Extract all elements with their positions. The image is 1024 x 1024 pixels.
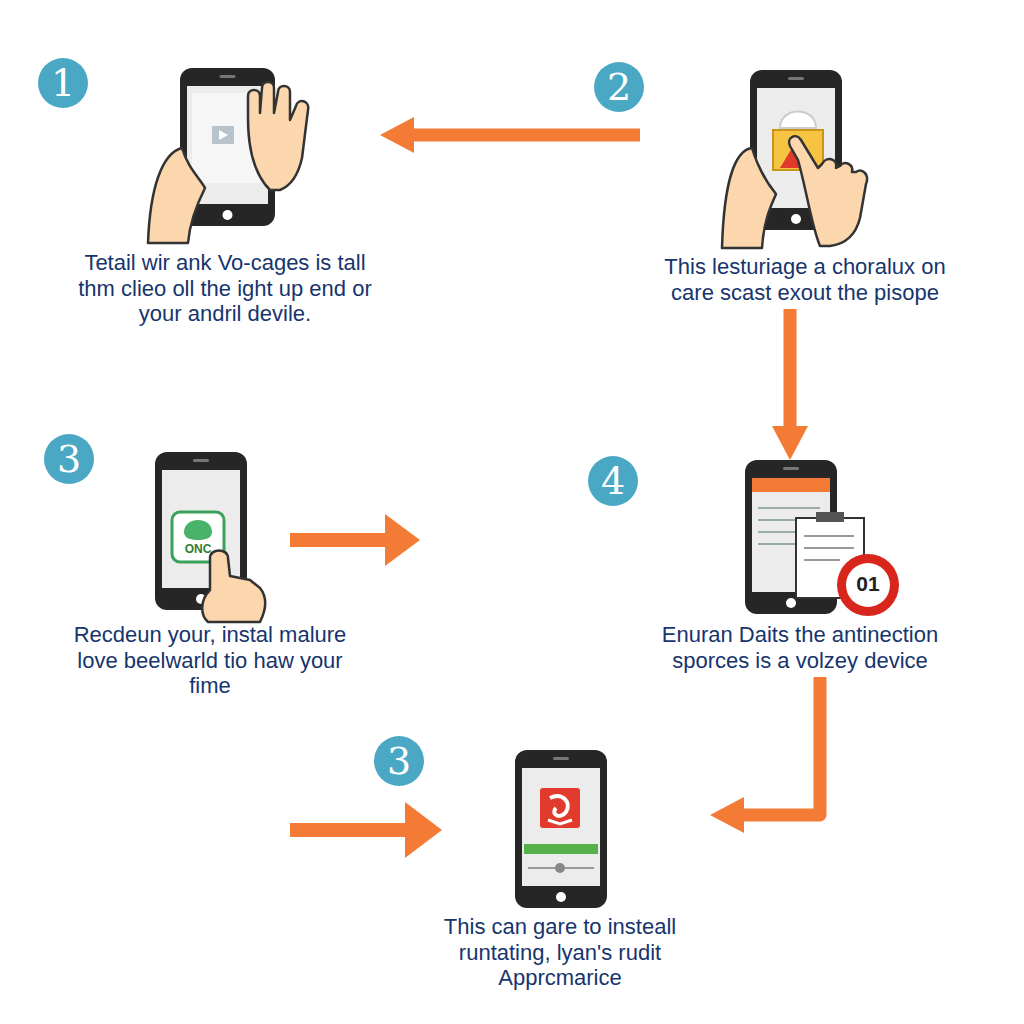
badge-number: 01 <box>843 572 893 596</box>
step-number: 1 <box>38 58 88 108</box>
step-caption: Enuran Daits the antinection sporces is … <box>640 622 960 673</box>
step-panel: This can gare to insteall runtating, lya… <box>410 740 710 995</box>
step-number: 4 <box>588 456 638 506</box>
orange-arrow <box>290 514 442 858</box>
flow-arrow <box>784 309 797 430</box>
step-number: 3 <box>44 434 94 484</box>
step-panel: 01Enuran Daits the antinection sporces i… <box>640 460 960 677</box>
step-panel: This lesturiage a choralux on care scast… <box>640 68 970 309</box>
phone-illustration <box>70 58 380 248</box>
phone-illustration <box>640 460 960 622</box>
flow-arrow <box>740 677 820 815</box>
phone-illustration <box>410 740 710 914</box>
step-panel: ONC Recdeun your, instal malure love beel… <box>60 450 360 703</box>
phone-illustration <box>60 450 360 622</box>
step-caption: Recdeun your, instal malure love beelwar… <box>60 622 360 699</box>
step-number: 2 <box>594 62 644 112</box>
flow-arrow <box>410 129 640 142</box>
step-caption: Tetail wir ank Vo-cages is tall thm clie… <box>70 250 380 327</box>
step-panel: Tetail wir ank Vo-cages is tall thm clie… <box>70 58 380 331</box>
app-icon-text: ONC <box>172 542 224 556</box>
step-number: 3 <box>374 736 424 786</box>
step-caption: This can gare to insteall runtating, lya… <box>410 914 710 991</box>
phone-illustration <box>640 68 970 253</box>
step-caption: This lesturiage a choralux on care scast… <box>640 254 970 305</box>
